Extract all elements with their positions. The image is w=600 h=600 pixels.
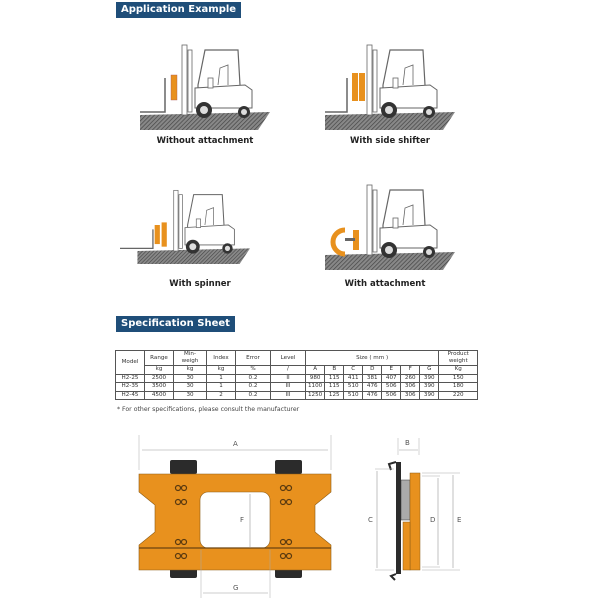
unit: D [362, 365, 383, 375]
table-cell: 506 [381, 390, 402, 400]
col-range: Range [144, 350, 174, 366]
table-cell: 506 [381, 382, 402, 392]
application-example-header: Application Example [116, 2, 242, 18]
table-cell: 260 [400, 373, 421, 383]
table-cell: 115 [324, 382, 345, 392]
table-cell: 0.2 [235, 382, 271, 392]
col-product-weight: Product weight [438, 350, 479, 366]
unit: kg [144, 365, 174, 375]
forklift-clamp-attachment-illustration [325, 180, 455, 270]
table-cell: 510 [343, 382, 364, 392]
dim-label-e: E [457, 516, 461, 524]
unit: A [304, 365, 326, 375]
spec-note: * For other specifications, please consu… [117, 406, 300, 413]
attachment-dimension-diagram: A F G B [138, 435, 461, 598]
table-cell: 390 [419, 382, 440, 392]
table-cell: III [270, 382, 306, 392]
col-model: Model [115, 350, 145, 375]
col-level: Level [270, 350, 306, 366]
unit: F [400, 365, 421, 375]
table-cell: III [270, 390, 306, 400]
table-cell: 115 [324, 373, 345, 383]
unit: / [270, 365, 306, 375]
table-cell: 2 [206, 390, 236, 400]
unit: % [235, 365, 271, 375]
specification-table: Model Range Min-weigh Index Error Level … [115, 350, 479, 400]
unit: kg [206, 365, 236, 375]
unit: B [324, 365, 345, 375]
caption-with-side-shifter: With side shifter [350, 136, 430, 146]
table-cell: 390 [419, 373, 440, 383]
table-cell: 30 [173, 390, 207, 400]
col-size: Size ( mm ) [304, 350, 440, 366]
table-cell: 2500 [144, 373, 174, 383]
table-cell: 220 [438, 390, 479, 400]
table-cell: 1 [206, 382, 236, 392]
col-error: Error [235, 350, 271, 366]
table-cell: 30 [173, 373, 207, 383]
unit: E [381, 365, 402, 375]
table-cell: H2-35 [115, 382, 145, 392]
caption-with-spinner: With spinner [169, 279, 231, 289]
dim-label-b: B [405, 439, 410, 447]
table-cell: 510 [343, 390, 364, 400]
table-cell: H2-45 [115, 390, 145, 400]
specification-sheet-header: Specification Sheet [116, 316, 235, 332]
dim-label-g: G [233, 584, 238, 592]
table-cell: 1250 [304, 390, 326, 400]
forklift-without-attachment-illustration [140, 40, 270, 130]
table-cell: 180 [438, 382, 479, 392]
dim-label-d: D [430, 516, 435, 524]
table-cell: 980 [304, 373, 326, 383]
dim-label-f: F [240, 516, 244, 524]
forklift-spinner-illustration [120, 189, 250, 264]
table-cell: 125 [324, 390, 345, 400]
side-view: B C D E [368, 438, 461, 581]
table-cell: 30 [173, 382, 207, 392]
table-cell: 306 [400, 390, 421, 400]
table-cell: 0.2 [235, 390, 271, 400]
table-cell: 407 [381, 373, 402, 383]
unit: C [343, 365, 364, 375]
table-cell: 150 [438, 373, 479, 383]
caption-with-attachment: With attachment [344, 279, 426, 289]
table-cell: 390 [419, 390, 440, 400]
table-cell: II [270, 373, 306, 383]
col-index: Index [206, 350, 236, 366]
table-cell: 3500 [144, 382, 174, 392]
table-cell: 0.2 [235, 373, 271, 383]
table-cell: 306 [400, 382, 421, 392]
unit: G [419, 365, 440, 375]
col-min-weigh: Min-weigh [173, 350, 207, 366]
dim-label-a: A [233, 440, 238, 448]
table-units-row: kg kg kg % / A B C D E F G Kg [116, 365, 479, 375]
forklift-side-shifter-illustration [325, 40, 455, 130]
table-cell: 1100 [304, 382, 326, 392]
table-cell: 476 [362, 390, 383, 400]
table-cell: 1 [206, 373, 236, 383]
front-view: A F G [138, 435, 332, 598]
table-cell: 381 [362, 373, 383, 383]
table-cell: 476 [362, 382, 383, 392]
table-cell: H2-25 [115, 373, 145, 383]
table-cell: 411 [343, 373, 364, 383]
dim-label-c: C [368, 516, 373, 524]
table-cell: 4500 [144, 390, 174, 400]
table-header-row: Model Range Min-weigh Index Error Level … [115, 350, 479, 375]
unit: Kg [438, 365, 479, 375]
caption-without-attachment: Without attachment [156, 136, 254, 146]
unit: kg [173, 365, 207, 375]
